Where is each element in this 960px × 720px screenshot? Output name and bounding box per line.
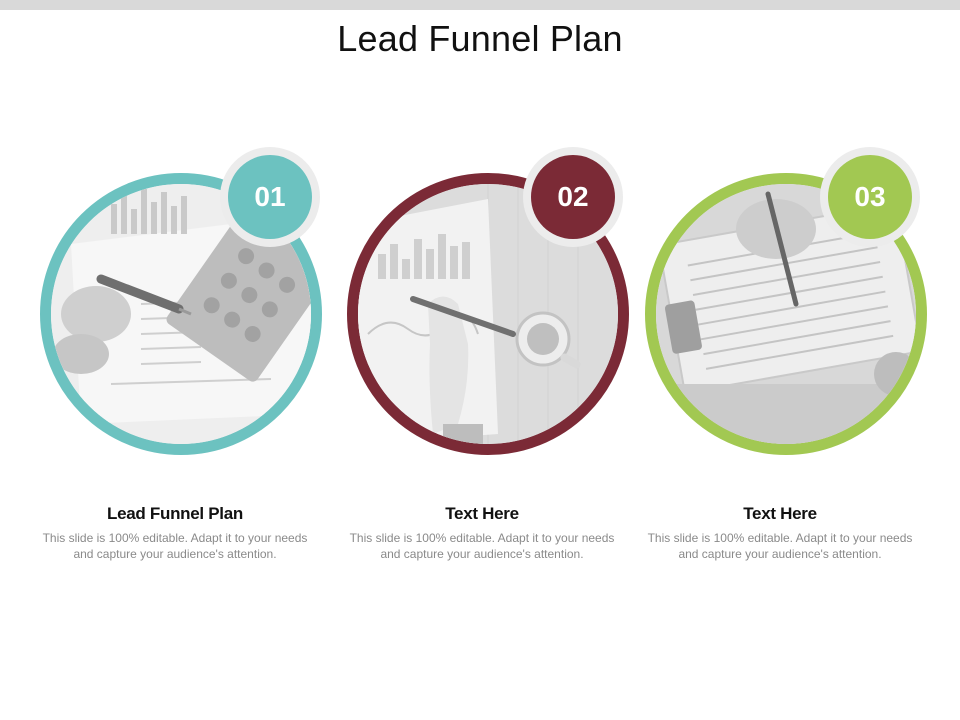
item-heading: Lead Funnel Plan	[107, 504, 243, 523]
step-card-2: 02 Text Here This slide is 100% editable…	[332, 147, 632, 570]
item-heading: Text Here	[743, 504, 817, 523]
top-bar	[0, 0, 960, 10]
badge-ring-2: 02	[523, 147, 623, 247]
item-description: This slide is 100% editable. Adapt it to…	[349, 531, 615, 561]
photo-ring-2	[347, 173, 629, 455]
step-number-badge: 03	[828, 155, 912, 239]
step-number: 03	[854, 181, 886, 212]
step-number-badge: 01	[228, 155, 312, 239]
slide-title: Lead Funnel Plan	[337, 18, 623, 59]
item-description: This slide is 100% editable. Adapt it to…	[42, 531, 308, 561]
hand-pen-calculator-chart-photo	[51, 184, 311, 444]
item-heading: Text Here	[445, 504, 519, 523]
item-description: This slide is 100% editable. Adapt it to…	[647, 531, 913, 561]
step-number: 02	[557, 181, 589, 212]
step-number-badge: 02	[531, 155, 615, 239]
step-number: 01	[254, 181, 286, 212]
step-card-3: 03 Text Here This slide is 100% editable…	[630, 147, 930, 570]
badge-ring-3: 03	[820, 147, 920, 247]
badge-ring-1: 01	[220, 147, 320, 247]
step-card-1: 01 Lead Funnel Plan This slide is 100% e…	[25, 147, 325, 570]
